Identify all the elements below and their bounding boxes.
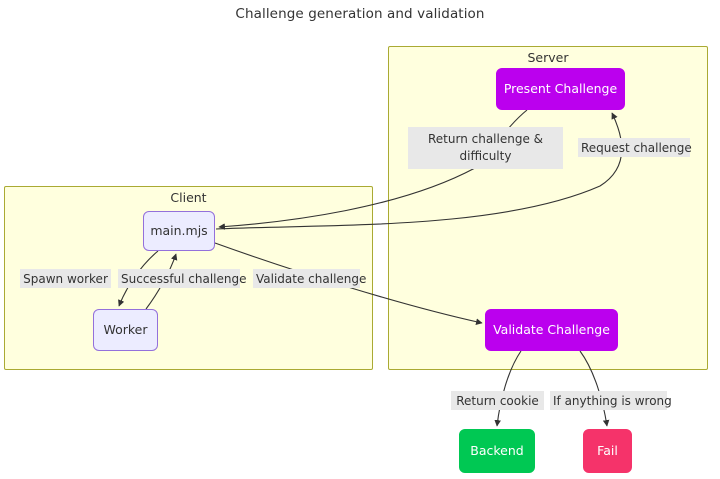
node-worker[interactable]: Worker [93, 309, 158, 351]
node-backend-label: Backend [470, 442, 524, 458]
node-main-mjs[interactable]: main.mjs [143, 211, 215, 251]
cluster-server-label: Server [527, 50, 569, 65]
node-fail-label: Fail [597, 442, 618, 458]
edge-label-request-challenge: Request challenge [578, 138, 692, 157]
edge-label-return-challenge: Return challenge & difficulty [408, 127, 563, 169]
node-fail[interactable]: Fail [583, 429, 632, 473]
node-worker-label: Worker [103, 321, 148, 337]
node-present-challenge[interactable]: Present Challenge [496, 68, 625, 110]
node-validate-challenge-label: Validate Challenge [493, 321, 610, 337]
edge-label-validate-challenge: Validate challenge [253, 269, 366, 288]
edge-label-return-cookie: Return cookie [451, 391, 544, 410]
edge-label-return-challenge-line1: Return challenge & [427, 131, 544, 146]
edge-label-successful-challenge: Successful challenge [118, 269, 247, 288]
cluster-client-label: Client [170, 190, 207, 205]
node-backend[interactable]: Backend [459, 429, 535, 473]
edge-label-if-anything-is-wrong: If anything is wrong [550, 391, 672, 410]
node-present-challenge-label: Present Challenge [503, 80, 618, 96]
page-title: Challenge generation and validation [235, 6, 485, 22]
node-validate-challenge[interactable]: Validate Challenge [485, 309, 618, 351]
node-main-mjs-label: main.mjs [150, 222, 208, 238]
edge-label-spawn-worker: Spawn worker [20, 269, 111, 288]
edge-label-return-challenge-line2: difficulty [459, 149, 512, 163]
edge-if-anything-wrong [579, 350, 610, 427]
edge-return-cookie [494, 350, 522, 427]
